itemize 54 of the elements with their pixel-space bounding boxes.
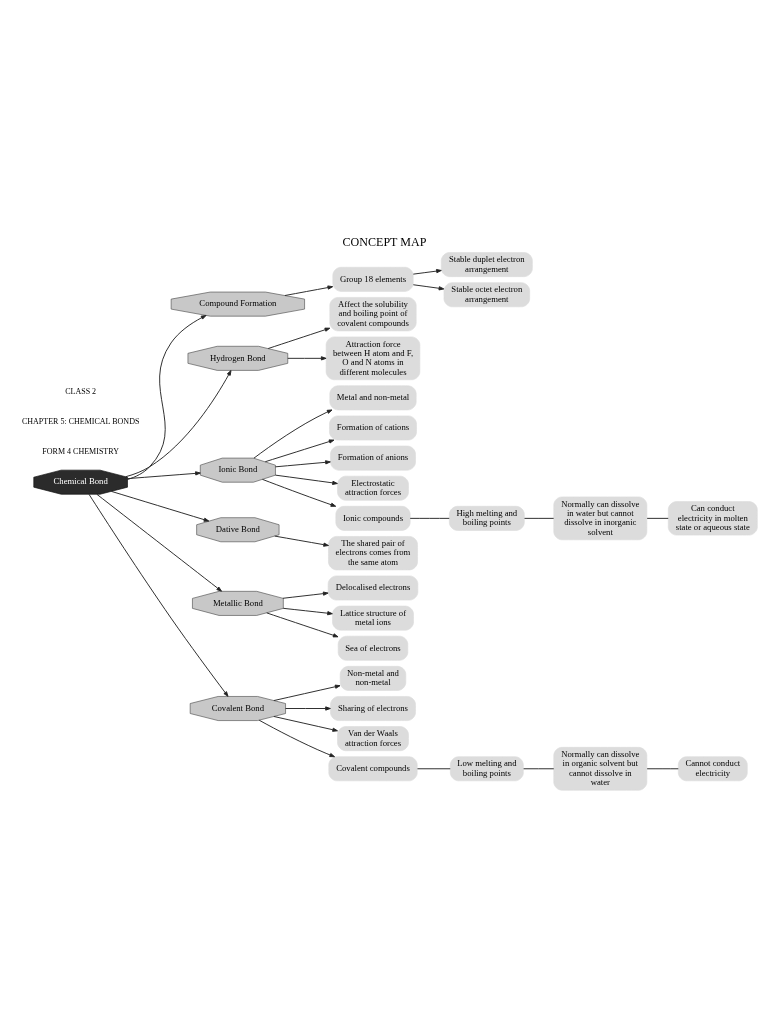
arrow: [286, 356, 327, 361]
node-box: The shared pair of electrons comes from the same atom: [327, 536, 418, 571]
arrow: [412, 269, 442, 275]
node-box: Lattice structure of metal ions: [331, 605, 414, 631]
node-box: Sharing of electrons: [329, 696, 416, 721]
arrow: [272, 716, 338, 732]
arrow: [267, 327, 330, 349]
arrow: [124, 370, 231, 478]
node-box: Attraction force between H atom and F, O and N atoms in different molecules: [325, 336, 420, 381]
node-box: Group 18 elements: [332, 266, 413, 292]
arrow: [412, 284, 444, 291]
arrow: [258, 719, 335, 758]
arrow: [274, 474, 338, 485]
arrow: [282, 607, 333, 616]
arrow: [95, 493, 222, 592]
node-box: Stable octet electron arrangement: [443, 282, 530, 308]
node-box: Affect the solubility and boiling point of covalent compounds: [328, 297, 417, 332]
connector: [522, 768, 554, 770]
node-box: Normally can dissolve in organic solvent but cannot dissolve in water: [552, 747, 647, 791]
arrow: [126, 315, 206, 480]
node-box: Normally can dissolve in water but cannot dissolve in inorganic solvent: [552, 496, 647, 541]
node-box: Electrostatic attraction forces: [336, 475, 409, 501]
node-box: Low melting and boiling points: [449, 756, 524, 782]
node-box: Covalent compounds: [327, 756, 418, 782]
diagram-title: CONCEPT MAP: [342, 235, 426, 250]
node-box: Non-metal and non-metal: [339, 666, 406, 691]
node-box: Metal and non-metal: [328, 385, 417, 411]
arrow: [284, 706, 331, 711]
node-box: Ionic compounds: [335, 505, 410, 531]
arrow: [272, 684, 340, 702]
connector: [523, 517, 554, 519]
arrow: [273, 535, 329, 547]
connector: [646, 768, 679, 770]
node-box: High melting and boiling points: [448, 505, 525, 531]
node-box: Delocalised electrons: [327, 575, 418, 601]
arrow: [264, 439, 334, 463]
arrow: [110, 490, 209, 522]
node-box: Formation of cations: [328, 415, 417, 441]
arrow: [126, 471, 201, 480]
node-box: Sea of electrons: [337, 635, 408, 661]
arrow: [265, 612, 338, 638]
connector: [646, 517, 669, 519]
node-box: Formation of anions: [329, 445, 416, 471]
arrow: [281, 591, 329, 599]
node-box: Stable duplet electron arrangement: [440, 252, 533, 277]
connector: [416, 768, 451, 770]
node-box: Cannot conduct electricity: [677, 756, 748, 782]
arrow: [261, 478, 336, 507]
arrow: [274, 460, 331, 468]
arrow: [88, 493, 228, 697]
connector: [409, 517, 450, 519]
node-box: Van der Waals attraction forces: [336, 726, 409, 752]
arrow: [283, 285, 333, 296]
node-box: Can conduct electricity in molten state or aqueous state: [667, 501, 758, 536]
